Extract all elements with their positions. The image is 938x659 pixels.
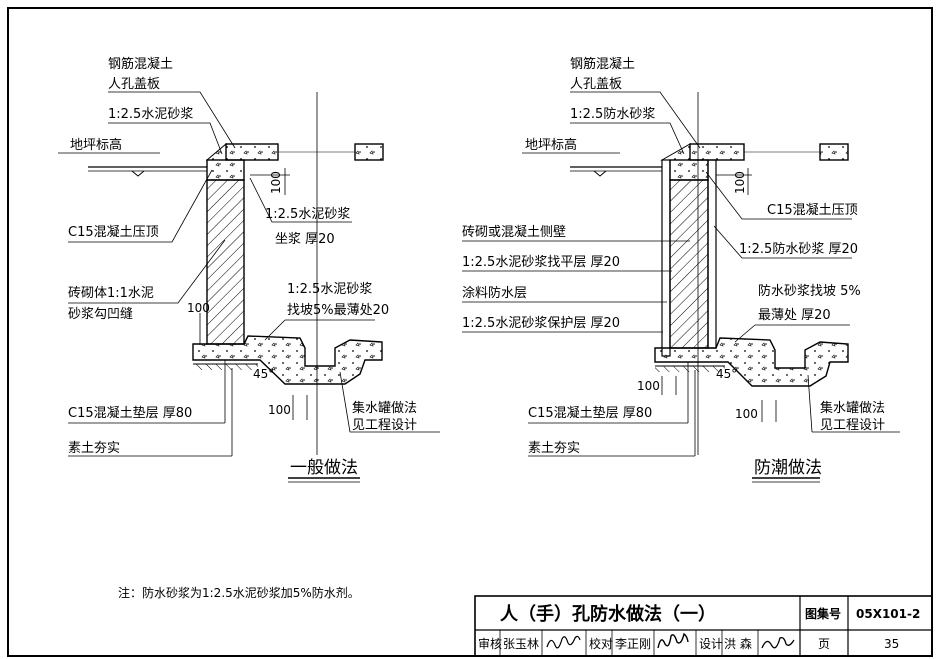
wp-layer-inner (707, 159, 717, 349)
label-c15-pad: C15混凝土垫层 厚80 (68, 405, 192, 421)
dim-100-c: 100 (735, 407, 758, 421)
mortar-seat (205, 142, 227, 161)
angle-45: 45° (716, 367, 737, 381)
label-c15-cap: C15混凝土压顶 (767, 202, 858, 218)
leader-mortar (570, 122, 685, 155)
label-slope-2: 最薄处 厚20 (758, 308, 831, 323)
label-c15-pad: C15混凝土垫层 厚80 (528, 405, 652, 421)
angle-45: 45° (253, 367, 274, 381)
label-soil: 素土夯实 (528, 441, 580, 456)
title-block-frame (474, 595, 933, 657)
sheet-frame (7, 7, 933, 657)
review-label: 审核 (478, 636, 502, 651)
label-wp-mortar: 1:2.5防水砂浆 厚20 (739, 241, 858, 257)
caption-general: 一般做法 (290, 458, 358, 478)
cover-slab-right (354, 143, 384, 161)
label-masonry-2: 砂浆勾凹缝 (68, 307, 133, 322)
leader-sump (807, 374, 900, 433)
label-slope-1: 防水砂浆找坡 5% (758, 283, 861, 299)
design-label: 设计 (699, 637, 723, 651)
leader-bedding (249, 177, 352, 223)
sheet-title: 人（手）孔防水做法（一） (500, 603, 716, 625)
label-floor-level: 地坪标高 (525, 137, 577, 153)
label-slope-1: 1:2.5水泥砂浆 (287, 282, 372, 297)
side-wall (669, 179, 709, 349)
leader-cap (68, 169, 213, 243)
label-leveling: 1:2.5水泥砂浆找平层 厚20 (462, 255, 620, 270)
check-name: 李正刚 (615, 636, 651, 651)
label-rebar-cover-2: 人孔盖板 (570, 77, 622, 92)
earth-hatch (193, 364, 258, 370)
leader-cap (705, 171, 852, 220)
page-number: 35 (884, 637, 899, 651)
review-name: 张玉林 (503, 637, 539, 651)
leader-masonry (68, 239, 226, 304)
dim-100-a: 100 (269, 171, 283, 194)
label-c15-cap: C15混凝土压顶 (68, 224, 159, 240)
level-mark (593, 170, 607, 177)
label-mortar-top: 1:2.5水泥砂浆 (108, 107, 193, 122)
label-rebar-cover-1: 钢筋混凝土 (108, 56, 173, 72)
leader-slope (734, 324, 850, 343)
dim-100-c: 100 (268, 403, 291, 417)
leader-wp-mortar (713, 225, 852, 259)
atlas-label: 图集号 (805, 606, 841, 621)
check-signature (657, 632, 689, 649)
detail-moisture-proof: 钢筋混凝土 人孔盖板 1:2.5防水砂浆 地坪标高 100 C15混凝土压顶 砖… (462, 56, 900, 483)
design-name: 洪 森 (724, 636, 752, 651)
leader-cover (108, 91, 236, 149)
label-masonry-1: 砖砌体1:1水泥 (68, 286, 154, 301)
masonry-wall (206, 179, 245, 345)
leader-slope (264, 319, 375, 341)
caption-moisture: 防潮做法 (754, 458, 822, 478)
mortar-seat (660, 143, 691, 161)
label-rebar-cover-2: 人孔盖板 (108, 77, 160, 92)
concrete-cap (206, 159, 245, 181)
label-side-wall: 砖砌或混凝土侧壁 (462, 224, 566, 240)
label-coating: 涂料防水层 (462, 285, 527, 301)
earth-hatch (655, 366, 725, 372)
review-signature (546, 635, 581, 649)
dim-100-b: 100 (637, 379, 660, 393)
label-bedding-2: 坐浆 厚20 (275, 232, 335, 247)
dim-100-a: 100 (733, 171, 747, 194)
floor-pad (192, 335, 383, 385)
label-mortar-top: 1:2.5防水砂浆 (570, 106, 655, 122)
leader-mortar (108, 122, 223, 155)
cover-slab-right (819, 143, 849, 161)
label-sump-1: 集水罐做法 (820, 400, 885, 416)
label-soil: 素土夯实 (68, 441, 120, 456)
title-block: 人（手）孔防水做法（一） 图集号 05X101-2 审核 张玉林 校对 李正刚 … (474, 595, 933, 657)
label-sump-2: 见工程设计 (352, 418, 417, 433)
wp-layer-outer (661, 159, 671, 357)
label-bedding-1: 1:2.5水泥砂浆 (265, 207, 350, 222)
label-sump-2: 见工程设计 (820, 418, 885, 433)
page-label: 页 (818, 637, 830, 651)
label-protect: 1:2.5水泥砂浆保护层 厚20 (462, 316, 620, 331)
cover-slab (689, 143, 745, 161)
leader-cover (570, 91, 701, 149)
dim-100-b: 100 (187, 301, 210, 315)
label-rebar-cover-1: 钢筋混凝土 (570, 56, 635, 72)
label-slope-2: 找坡5%最薄处20 (287, 303, 389, 318)
leader-sump (339, 371, 440, 433)
level-mark (131, 170, 145, 177)
floor-pad (654, 337, 849, 387)
concrete-cap (669, 159, 709, 181)
design-signature (761, 636, 795, 649)
label-floor-level: 地坪标高 (70, 137, 122, 153)
check-label: 校对 (589, 636, 613, 651)
atlas-number: 05X101-2 (856, 607, 920, 621)
label-sump-1: 集水罐做法 (352, 400, 417, 416)
detail-general: 钢筋混凝土 人孔盖板 1:2.5水泥砂浆 地坪标高 100 1:2.5水泥砂浆 … (58, 56, 440, 483)
note: 注：防水砂浆为1:2.5水泥砂浆加5%防水剂。 (118, 585, 360, 600)
